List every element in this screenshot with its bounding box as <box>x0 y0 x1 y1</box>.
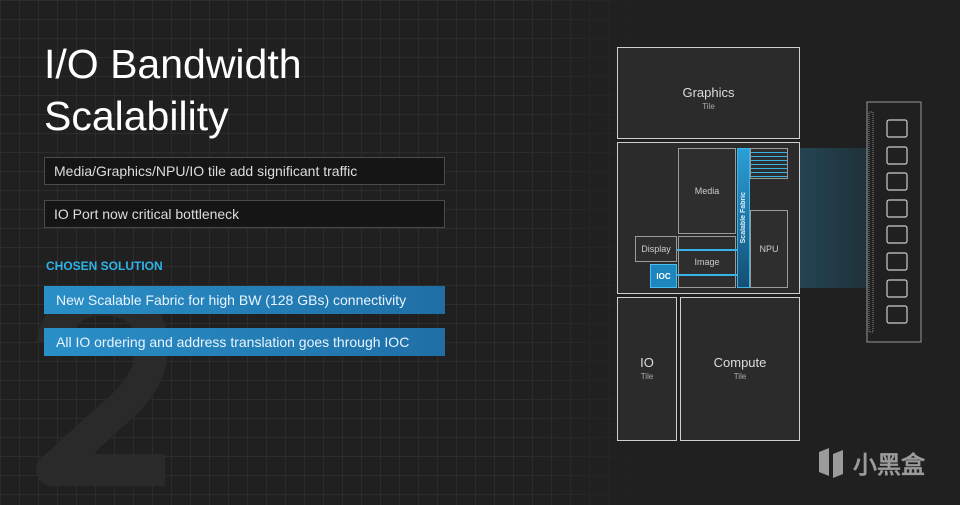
media-block: Media <box>678 148 736 234</box>
image-block: Image <box>678 236 736 288</box>
problem-1: Media/Graphics/NPU/IO tile add significa… <box>44 157 445 185</box>
compute-label: Compute <box>713 355 767 370</box>
fabric-label: Scalable Fabric <box>740 192 747 244</box>
memory-controller-block <box>750 148 788 179</box>
ioc-block: IOC <box>650 264 677 288</box>
io-sub: Tile <box>640 372 654 381</box>
memory-dimm-icon <box>866 101 922 343</box>
watermark: 小黑盒 <box>815 445 925 480</box>
solution-1: New Scalable Fabric for high BW (128 GBs… <box>44 286 445 314</box>
display-block: Display <box>635 236 677 262</box>
npu-block: NPU <box>750 210 788 288</box>
io-tile: IO Tile <box>617 297 677 441</box>
watermark-logo-icon <box>819 447 843 478</box>
memory-link-band <box>790 148 868 288</box>
background-number-graphic <box>36 285 168 486</box>
title-line-2: Scalability <box>44 93 229 139</box>
graphics-label: Graphics <box>682 85 735 100</box>
compute-sub: Tile <box>733 372 747 381</box>
io-label: IO <box>640 355 654 370</box>
watermark-text: 小黑盒 <box>853 452 925 479</box>
scalable-fabric: Scalable Fabric <box>737 148 750 288</box>
solution-2: All IO ordering and address translation … <box>44 328 445 356</box>
graphics-sub: Tile <box>702 102 715 111</box>
problem-2: IO Port now critical bottleneck <box>44 200 445 228</box>
solution-heading: CHOSEN SOLUTION <box>46 259 163 273</box>
display-wire <box>677 249 737 251</box>
title-line-1: I/O Bandwidth <box>44 41 302 87</box>
compute-tile: Compute Tile <box>680 297 800 441</box>
ioc-wire <box>677 274 737 276</box>
graphics-tile: Graphics Tile <box>617 47 800 139</box>
